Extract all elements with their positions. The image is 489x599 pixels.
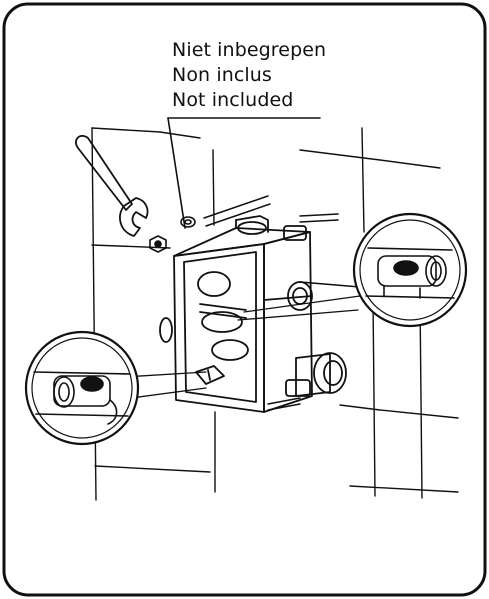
callout-line-french: Non inclus xyxy=(172,64,272,86)
not-included-callout: Niet inbegrepen Non inclus Not included xyxy=(172,38,326,113)
wrench-icon xyxy=(75,135,149,237)
callout-line-english: Not included xyxy=(172,89,294,111)
callout-line-dutch: Niet inbegrepen xyxy=(172,39,327,61)
magnifier-detail-icon xyxy=(352,212,468,328)
callout-leader xyxy=(167,117,321,229)
valve-body-icon xyxy=(159,215,347,413)
wall-tiles xyxy=(91,127,459,501)
nut-icon xyxy=(149,235,167,253)
washer-icon xyxy=(180,216,196,228)
mounting-rods xyxy=(203,195,339,411)
magnifier-detail-icon xyxy=(24,330,140,446)
